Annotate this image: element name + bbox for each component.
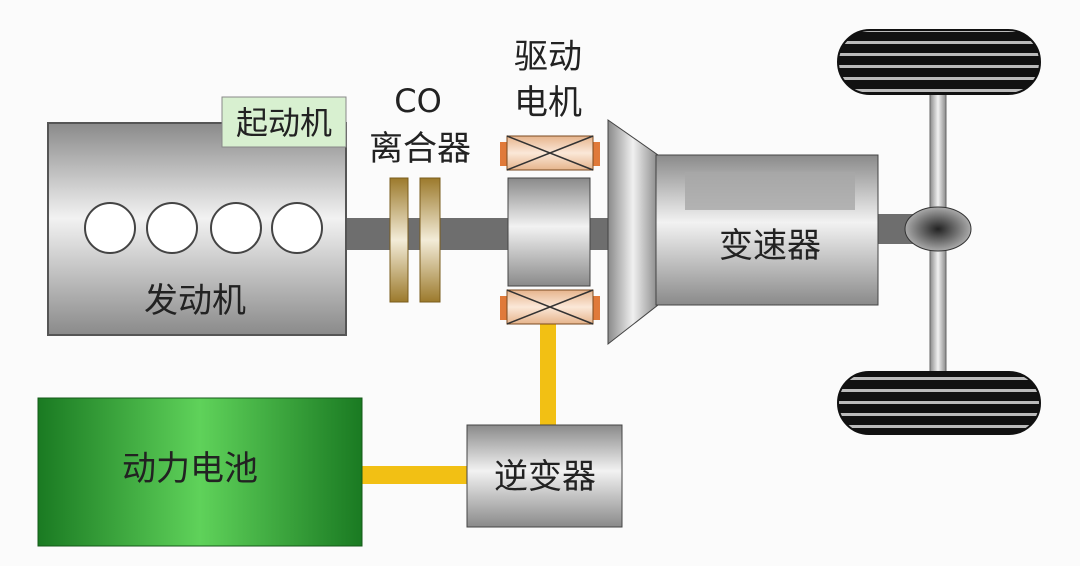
- wheel-top: [837, 29, 1041, 95]
- gearbox: 变速器: [607, 119, 879, 346]
- blurred-area: [685, 172, 855, 210]
- torque-converter-cone: [607, 119, 659, 346]
- clutch-label: 离合器: [369, 129, 471, 169]
- cylinder-icon: [146, 202, 198, 254]
- clutch: CO 离合器: [369, 82, 471, 303]
- gearbox-label: 变速器: [719, 226, 821, 266]
- drive-motor: 驱动 电机: [500, 37, 600, 325]
- battery-label: 动力电池: [122, 449, 258, 489]
- motor-label-line2: 电机: [514, 83, 582, 123]
- stator-bottom: [500, 289, 600, 325]
- wheel-bottom: [837, 371, 1041, 435]
- engine: 发动机: [47, 122, 347, 336]
- stator-top: [500, 135, 600, 171]
- power-cable: [360, 320, 556, 484]
- starter-label: 起动机: [236, 104, 332, 142]
- rotor: [507, 177, 591, 287]
- engine-label: 发动机: [144, 281, 246, 321]
- battery: 动力电池: [37, 397, 363, 547]
- motor-label-line1: 驱动: [514, 37, 582, 77]
- cylinder-icon: [210, 202, 262, 254]
- inverter: 逆变器: [466, 424, 623, 528]
- cylinder-icon: [271, 202, 323, 254]
- clutch-code-label: CO: [394, 82, 442, 120]
- inverter-label: 逆变器: [494, 457, 596, 497]
- differential: [904, 206, 972, 252]
- starter: 起动机: [221, 96, 347, 148]
- cylinder-icon: [84, 202, 136, 254]
